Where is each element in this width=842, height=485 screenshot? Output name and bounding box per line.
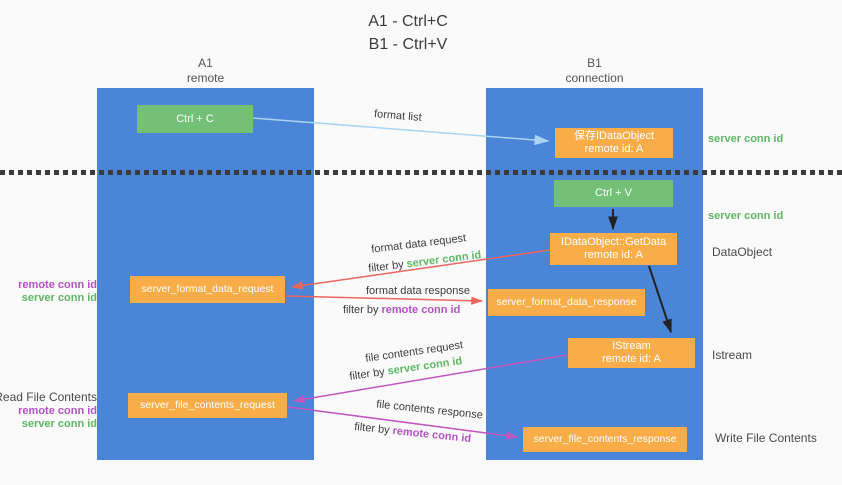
- left-conn-id-group-bottom: Read File Contents remote conn id server…: [0, 389, 97, 431]
- istream-line2: remote id: A: [602, 353, 661, 365]
- left-conn-id-group-top: remote conn id server conn id: [18, 279, 97, 305]
- ctrl-v-node: Ctrl + V: [554, 180, 673, 207]
- remote-conn-id-text: remote conn id: [381, 304, 461, 316]
- server-conn-id-right-mid: server conn id: [708, 210, 784, 222]
- save-idataobject-line1: 保存IDataObject: [573, 130, 655, 142]
- title-line-1: A1 - Ctrl+C: [368, 13, 448, 30]
- filter-by-text: filter by: [343, 304, 379, 316]
- column-a1-subtitle: remote: [186, 71, 225, 85]
- server-file-contents-request-node: server_file_contents_request: [128, 393, 287, 418]
- server-conn-id-left-bottom: server conn id: [21, 418, 97, 430]
- remote-conn-id-left-bottom: remote conn id: [18, 405, 97, 417]
- title-line-2: B1 - Ctrl+V: [368, 36, 448, 53]
- format-data-request-arrow: [290, 249, 551, 290]
- dataobject-side-label: DataObject: [712, 245, 773, 259]
- format-data-response-label: format data response: [366, 285, 470, 297]
- server-conn-id-left-top: server conn id: [21, 292, 97, 304]
- dotted-divider-line: [0, 170, 842, 175]
- save-idataobject-node: 保存IDataObject remote id: A: [555, 128, 673, 158]
- column-b1-name: B1: [587, 56, 602, 70]
- column-header-a1: A1 remote: [97, 56, 314, 86]
- istream-node: IStream remote id: A: [568, 338, 695, 368]
- getdata-to-istream-arrow: [648, 265, 672, 334]
- format-data-response-arrow: [285, 295, 484, 305]
- file-contents-response-arrow: [287, 406, 519, 440]
- column-b1-subtitle: connection: [565, 71, 624, 85]
- format-list-arrow: [252, 117, 550, 146]
- istream-side-label: Istream: [712, 348, 753, 362]
- read-file-contents-label: Read File Contents: [0, 390, 97, 404]
- column-a1-name: A1: [198, 56, 213, 70]
- remote-conn-id-left-top: remote conn id: [18, 279, 97, 291]
- diagram-title: A1 - Ctrl+C B1 - Ctrl+V: [0, 10, 816, 56]
- server-file-contents-response-node: server_file_contents_response: [523, 427, 687, 452]
- column-header-b1: B1 connection: [486, 56, 703, 86]
- server-conn-id-right-top: server conn id: [708, 133, 784, 145]
- save-idataobject-line2: remote id: A: [584, 143, 644, 155]
- server-format-data-response-node: server_format_data_response: [488, 289, 645, 316]
- write-file-contents-label: Write File Contents: [715, 431, 817, 445]
- file-contents-request-arrow: [292, 354, 568, 404]
- idataobject-getdata-node: IDataObject::GetData remote id: A: [550, 233, 677, 265]
- ctrl-c-node: Ctrl + C: [137, 105, 253, 133]
- istream-line1: IStream: [612, 340, 651, 352]
- getdata-line2: remote id: A: [584, 249, 643, 261]
- server-format-data-request-node: server_format_data_request: [130, 276, 285, 303]
- getdata-line1: IDataObject::GetData: [560, 236, 667, 248]
